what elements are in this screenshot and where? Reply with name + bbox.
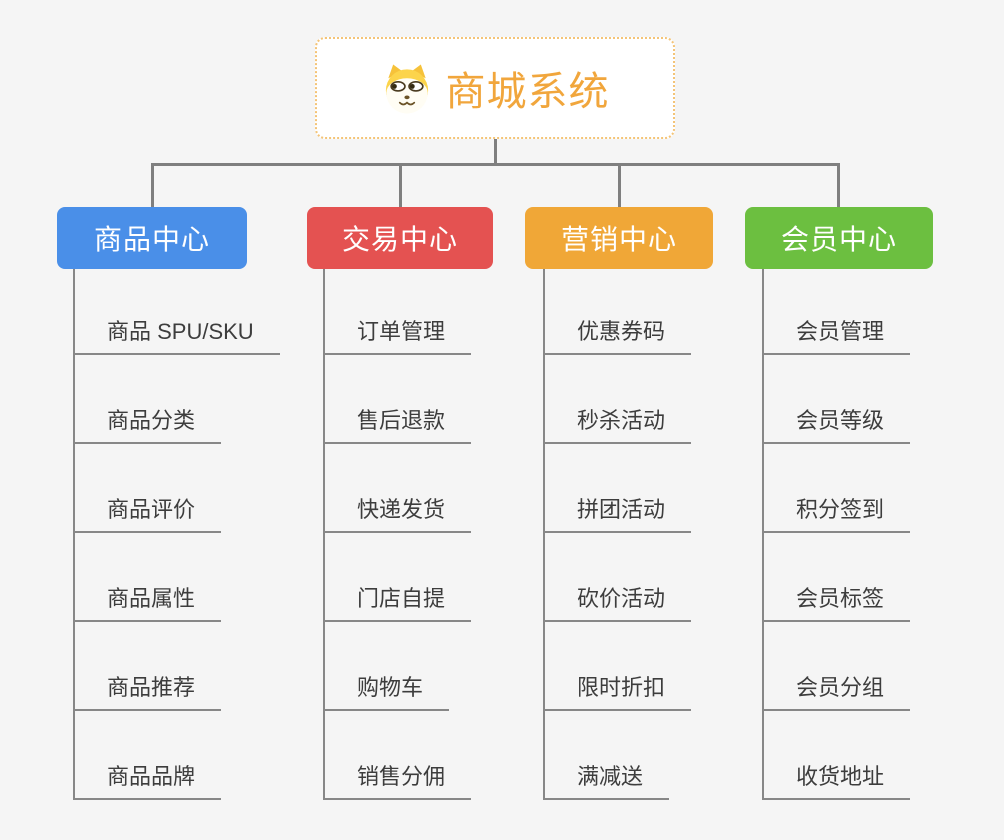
leaf-label: 优惠券码 — [577, 319, 666, 344]
leaf-node[interactable]: 会员等级 — [764, 355, 911, 444]
branch-member-children: 会员管理 会员等级 积分签到 会员标签 会员分组 收货地址 — [762, 266, 911, 800]
leaf-label: 会员分组 — [796, 675, 885, 700]
branch-box-marketing[interactable]: 营销中心 — [525, 207, 713, 269]
root-node[interactable]: 商城系统 — [315, 37, 675, 139]
leaf-node[interactable]: 订单管理 — [325, 266, 472, 355]
leaf-label: 商品品牌 — [107, 764, 196, 789]
leaf-node[interactable]: 快递发货 — [325, 444, 472, 533]
leaf-node[interactable]: 购物车 — [325, 622, 450, 711]
leaf-node[interactable]: 会员分组 — [764, 622, 911, 711]
leaf-label: 商品评价 — [107, 497, 196, 522]
connector-bus — [151, 163, 839, 166]
leaf-node[interactable]: 拼团活动 — [545, 444, 692, 533]
leaf-node[interactable]: 收货地址 — [764, 711, 911, 800]
connector-stub-marketing — [618, 163, 621, 208]
leaf-label: 售后退款 — [357, 408, 446, 433]
root-label: 商城系统 — [445, 70, 610, 114]
leaf-node[interactable]: 积分签到 — [764, 444, 911, 533]
connector-stub-trade — [399, 163, 402, 208]
branch-box-member[interactable]: 会员中心 — [745, 207, 933, 269]
connector-stub-member — [837, 163, 840, 208]
leaf-label: 积分签到 — [796, 497, 885, 522]
leaf-node[interactable]: 砍价活动 — [545, 533, 692, 622]
branch-label: 商品中心 — [93, 224, 210, 255]
leaf-node[interactable]: 门店自提 — [325, 533, 472, 622]
leaf-label: 会员管理 — [796, 319, 885, 344]
leaf-label: 订单管理 — [357, 319, 446, 344]
leaf-label: 商品推荐 — [107, 675, 196, 700]
branch-marketing-children: 优惠券码 秒杀活动 拼团活动 砍价活动 限时折扣 满减送 — [543, 266, 692, 800]
leaf-label: 收货地址 — [796, 764, 885, 789]
branch-label: 交易中心 — [341, 224, 458, 255]
dog-icon — [381, 62, 433, 114]
leaf-label: 门店自提 — [357, 586, 446, 611]
leaf-node[interactable]: 限时折扣 — [545, 622, 692, 711]
leaf-label: 快递发货 — [357, 497, 446, 522]
leaf-label: 销售分佣 — [357, 764, 446, 789]
leaf-label: 会员标签 — [796, 586, 885, 611]
leaf-label: 限时折扣 — [577, 675, 666, 700]
leaf-node[interactable]: 秒杀活动 — [545, 355, 692, 444]
leaf-node[interactable]: 商品品牌 — [75, 711, 222, 800]
leaf-label: 满减送 — [577, 764, 644, 789]
branch-box-product[interactable]: 商品中心 — [57, 207, 247, 269]
leaf-label: 砍价活动 — [577, 586, 666, 611]
leaf-node[interactable]: 满减送 — [545, 711, 670, 800]
connector-stub-product — [151, 163, 154, 208]
leaf-node[interactable]: 商品分类 — [75, 355, 222, 444]
leaf-node[interactable]: 商品评价 — [75, 444, 222, 533]
branch-box-trade[interactable]: 交易中心 — [307, 207, 493, 269]
leaf-node[interactable]: 销售分佣 — [325, 711, 472, 800]
leaf-node[interactable]: 商品 SPU/SKU — [75, 266, 280, 355]
leaf-label: 商品分类 — [107, 408, 196, 433]
leaf-label: 购物车 — [357, 675, 424, 700]
leaf-node[interactable]: 会员管理 — [764, 266, 911, 355]
leaf-label: 商品属性 — [107, 586, 196, 611]
leaf-label: 秒杀活动 — [577, 408, 666, 433]
connector-root-stub — [494, 139, 497, 166]
leaf-label: 会员等级 — [796, 408, 885, 433]
leaf-node[interactable]: 优惠券码 — [545, 266, 692, 355]
branch-label: 会员中心 — [780, 224, 897, 255]
branch-label: 营销中心 — [560, 224, 677, 255]
leaf-label: 商品 SPU/SKU — [107, 319, 254, 344]
leaf-node[interactable]: 商品属性 — [75, 533, 222, 622]
leaf-node[interactable]: 会员标签 — [764, 533, 911, 622]
leaf-node[interactable]: 售后退款 — [325, 355, 472, 444]
branch-product-children: 商品 SPU/SKU 商品分类 商品评价 商品属性 商品推荐 商品品牌 — [73, 266, 280, 800]
leaf-node[interactable]: 商品推荐 — [75, 622, 222, 711]
branch-trade-children: 订单管理 售后退款 快递发货 门店自提 购物车 销售分佣 — [323, 266, 472, 800]
leaf-label: 拼团活动 — [577, 497, 666, 522]
